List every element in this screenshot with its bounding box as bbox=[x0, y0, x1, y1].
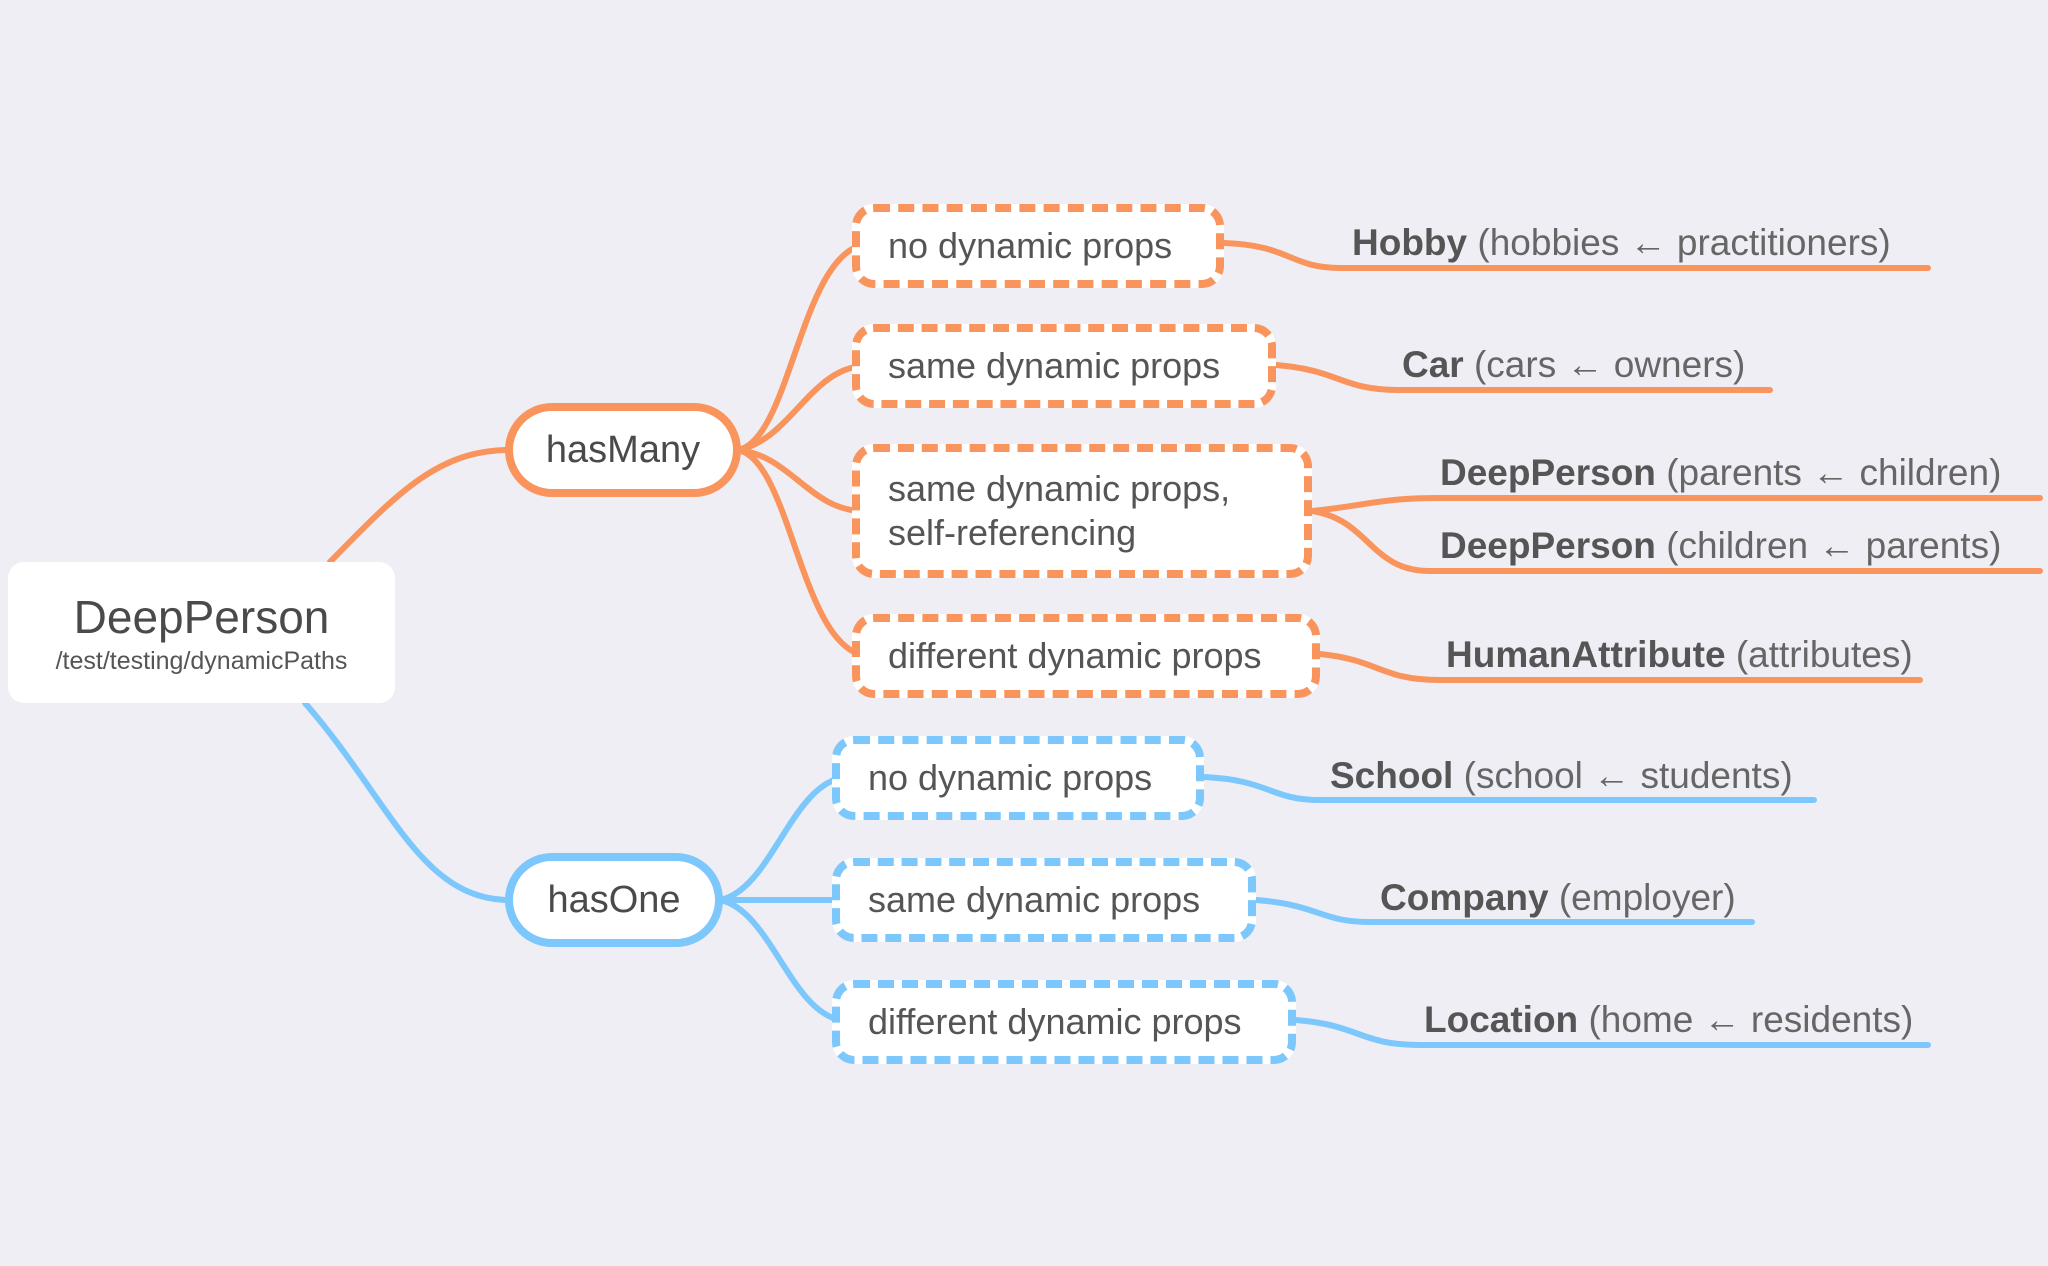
hasone-node[interactable]: hasOne bbox=[505, 853, 723, 947]
target-school[interactable]: School (school ← students) bbox=[1330, 755, 1793, 797]
connector-target-deepperson1 bbox=[1309, 495, 2043, 514]
target-hobby[interactable]: Hobby (hobbies ← practitioners) bbox=[1352, 222, 1891, 264]
leaf-label: different dynamic props bbox=[888, 635, 1262, 676]
connector-target-car bbox=[1273, 362, 1773, 393]
leaf-label-line1: same dynamic props, bbox=[888, 468, 1231, 509]
connector-target-school bbox=[1201, 774, 1817, 803]
target-company[interactable]: Company (employer) bbox=[1380, 877, 1736, 919]
connector-target-deepperson2 bbox=[1309, 508, 2043, 574]
hasone-leaf-different-dynamic-props[interactable]: different dynamic props bbox=[832, 980, 1296, 1064]
hasone-leaf-same-dynamic-props[interactable]: same dynamic props bbox=[832, 858, 1256, 942]
target-deepperson-parents[interactable]: DeepPerson (parents ← children) bbox=[1440, 452, 2001, 494]
target-detail: (school ← students) bbox=[1463, 755, 1793, 796]
hasmany-leaf-self-referencing[interactable]: same dynamic props, self-referencing bbox=[852, 444, 1312, 578]
connector-target-humanattribute bbox=[1317, 651, 1923, 683]
hasone-label: hasOne bbox=[547, 878, 681, 921]
connector-hasmany-leaf1 bbox=[735, 242, 865, 453]
connector-target-location bbox=[1293, 1017, 1931, 1048]
target-humanattribute[interactable]: HumanAttribute (attributes) bbox=[1446, 634, 1913, 676]
target-name: Location bbox=[1424, 999, 1579, 1040]
target-deepperson-children[interactable]: DeepPerson (children ← parents) bbox=[1440, 525, 2001, 567]
target-name: School bbox=[1330, 755, 1454, 796]
target-detail: (cars ← owners) bbox=[1473, 344, 1746, 385]
root-node[interactable]: DeepPerson /test/testing/dynamicPaths bbox=[8, 562, 395, 703]
target-detail: (parents ← children) bbox=[1666, 452, 2002, 493]
leaf-label: no dynamic props bbox=[868, 757, 1153, 798]
leaf-label: different dynamic props bbox=[868, 1001, 1242, 1042]
target-detail: (attributes) bbox=[1735, 634, 1913, 675]
hasmany-leaf-no-dynamic-props[interactable]: no dynamic props bbox=[852, 204, 1224, 288]
target-detail: (children ← parents) bbox=[1666, 525, 2002, 566]
target-car[interactable]: Car (cars ← owners) bbox=[1402, 344, 1745, 386]
target-name: HumanAttribute bbox=[1446, 634, 1726, 675]
target-detail: (home ← residents) bbox=[1588, 999, 1914, 1040]
leaf-label-line2: self-referencing bbox=[888, 512, 1137, 553]
target-detail: (employer) bbox=[1558, 877, 1736, 918]
target-name: DeepPerson bbox=[1440, 452, 1656, 493]
target-name: DeepPerson bbox=[1440, 525, 1656, 566]
target-name: Hobby bbox=[1352, 222, 1468, 263]
hasmany-leaf-same-dynamic-props[interactable]: same dynamic props bbox=[852, 324, 1276, 408]
connector-hasone-leaf1 bbox=[717, 775, 843, 903]
hasmany-node[interactable]: hasMany bbox=[505, 403, 741, 497]
hasmany-leaf-different-dynamic-props[interactable]: different dynamic props bbox=[852, 614, 1320, 698]
leaf-label: same dynamic props bbox=[888, 345, 1221, 386]
target-name: Car bbox=[1402, 344, 1464, 385]
connector-root-hasmany bbox=[327, 447, 513, 565]
connector-hasmany-leaf2 bbox=[735, 363, 865, 453]
hasone-leaf-no-dynamic-props[interactable]: no dynamic props bbox=[832, 736, 1204, 820]
connector-root-hasone bbox=[302, 700, 513, 903]
target-name: Company bbox=[1380, 877, 1549, 918]
connector-hasone-leaf3 bbox=[717, 897, 843, 1023]
target-detail: (hobbies ← practitioners) bbox=[1477, 222, 1891, 263]
leaf-label: no dynamic props bbox=[888, 225, 1173, 266]
hasmany-label: hasMany bbox=[545, 428, 701, 471]
root-subtitle: /test/testing/dynamicPaths bbox=[55, 646, 348, 675]
connector-target-hobby bbox=[1221, 240, 1931, 271]
connector-target-company bbox=[1253, 897, 1755, 925]
target-location[interactable]: Location (home ← residents) bbox=[1424, 999, 1913, 1041]
connector-hasmany-leaf3 bbox=[735, 447, 865, 514]
leaf-label: same dynamic props bbox=[868, 879, 1201, 920]
root-title: DeepPerson bbox=[73, 590, 330, 643]
connector-hasmany-leaf4 bbox=[735, 447, 865, 658]
